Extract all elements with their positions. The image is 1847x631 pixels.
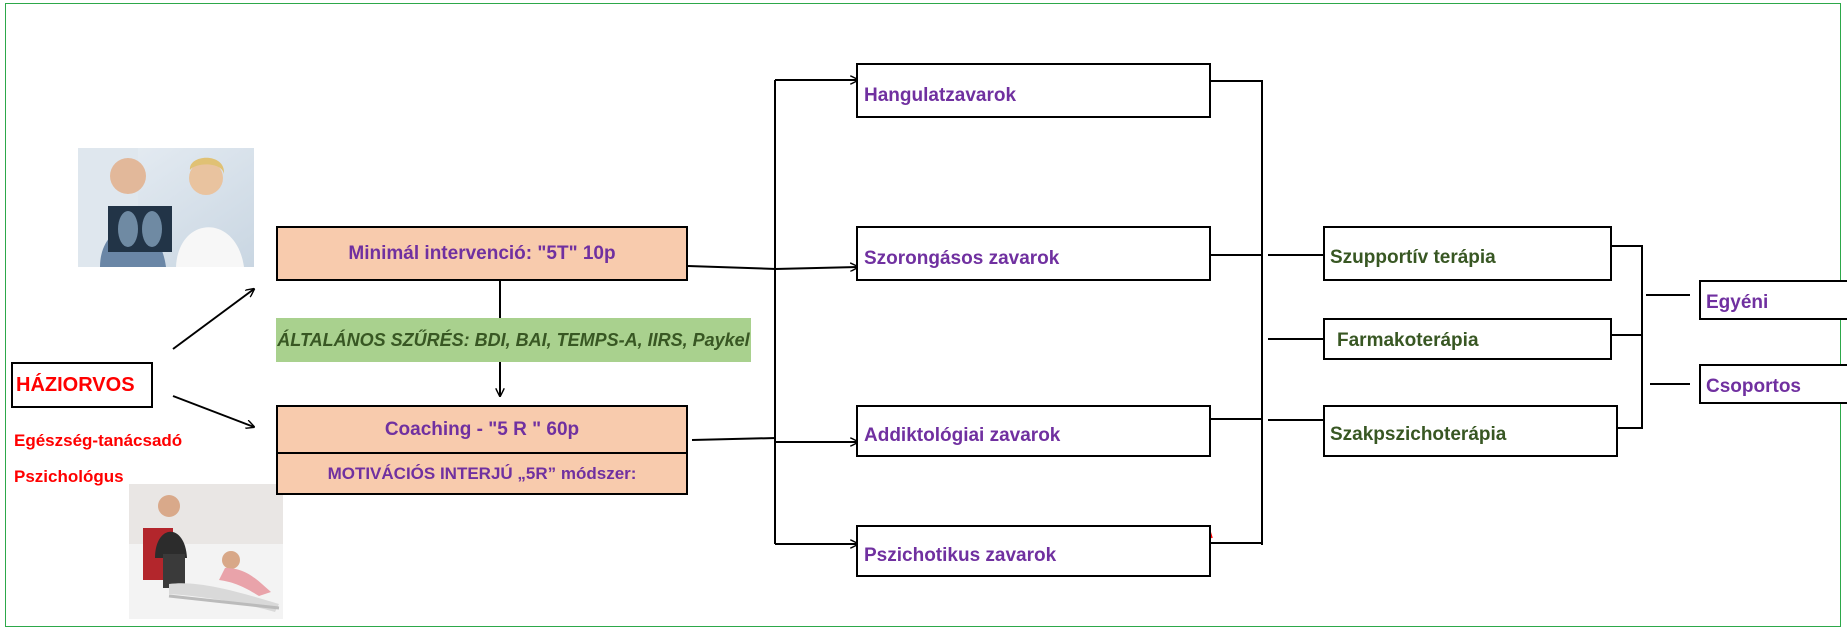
screening-box: ÁLTALÁNOS SZŰRÉS: BDI, BAI, TEMPS-A, IIR… [276, 318, 751, 362]
egeszseg-tanacsado-label: Egészség-tanácsadó [14, 431, 183, 450]
condition-pszichotikus: Pszichotikus zavarok [856, 525, 1211, 577]
therapy-session-photo [129, 484, 283, 619]
therapy-label: Szakpszichoterápia [1330, 424, 1507, 445]
therapy-label: Szupportív terápia [1330, 246, 1496, 268]
arrow-to-szorongas [774, 267, 858, 269]
mode-egyeni: Egyéni [1699, 280, 1847, 320]
condition-label: Pszichotikus zavarok [864, 545, 1057, 566]
condition-hangulatzavarok: Hangulatzavarok [856, 63, 1211, 118]
coaching-label: Coaching - "5 R " 60p [384, 418, 580, 440]
therapy-szakpszichoterapia: Szakpszichoterápia [1323, 405, 1618, 457]
motivational-interview-label: MOTIVÁCIÓS INTERJÚ „5R” módszer: [327, 463, 637, 483]
pszichologus-label: Pszichológus [14, 467, 124, 486]
condition-addiktologiai: Addiktológiai zavarok [856, 405, 1211, 457]
arrow-to-minimal [172, 289, 254, 350]
therapy-farmakoterapia: Farmakoterápia [1323, 318, 1612, 360]
arrow-to-coaching [172, 395, 254, 427]
haziorvos-box: HÁZIORVOS [11, 362, 153, 408]
therapy-szupportiv: Szupportív terápia [1323, 226, 1612, 281]
condition-szorongasos: Szorongásos zavarok [856, 226, 1211, 281]
mode-label: Egyéni [1706, 292, 1769, 313]
condition-label: Hangulatzavarok [864, 84, 1017, 106]
screening-label: ÁLTALÁNOS SZŰRÉS: BDI, BAI, TEMPS-A, IIR… [277, 329, 750, 350]
mode-csoportos: Csoportos [1699, 364, 1847, 404]
condition-label: Addiktológiai zavarok [864, 425, 1061, 446]
doctor-patient-photo [78, 148, 254, 267]
coaching-box: Coaching - "5 R " 60p [276, 405, 688, 454]
therapy-label: Farmakoterápia [1337, 330, 1479, 351]
condition-label: Szorongásos zavarok [864, 247, 1060, 269]
line-coaching-to-trunk [691, 437, 777, 441]
line-minimal-to-trunk [687, 265, 777, 270]
motivational-interview-box: MOTIVÁCIÓS INTERJÚ „5R” módszer: [276, 454, 688, 495]
minimal-intervention-label: Minimál intervenció: "5T" 10p [348, 242, 616, 264]
minimal-intervention-box: Minimál intervenció: "5T" 10p [276, 226, 688, 281]
haziorvos-label: HÁZIORVOS [16, 373, 135, 396]
mode-label: Csoportos [1706, 376, 1801, 397]
